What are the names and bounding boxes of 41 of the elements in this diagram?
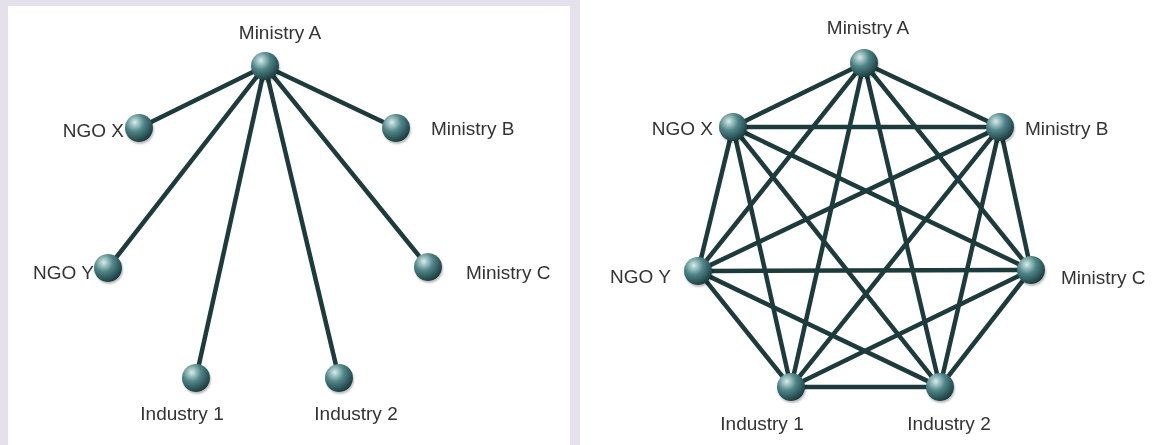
connector-line [733, 139, 791, 375]
node-label: Ministry C [466, 262, 551, 282]
node-label: NGO Y [33, 262, 94, 282]
connector-line [704, 71, 858, 263]
connector-line [864, 75, 940, 375]
connector-line [797, 135, 994, 379]
connector-line [746, 124, 987, 130]
node-label: Industry 1 [720, 413, 804, 433]
connector-line [870, 71, 1025, 262]
connector-line [946, 278, 1025, 379]
node-label: NGO Y [610, 266, 671, 286]
node-label: Ministry B [431, 118, 515, 138]
node-label: Ministry A [238, 22, 322, 42]
node-label: Ministry A [826, 17, 910, 37]
connector-line [271, 74, 422, 259]
connector-line [739, 135, 934, 379]
connector-line [743, 66, 854, 124]
node-label: NGO X [651, 118, 713, 138]
connector-line [1000, 139, 1031, 258]
connector-line [698, 139, 733, 259]
node-label: NGO X [62, 120, 124, 140]
connector-line [791, 75, 864, 375]
connector-line [804, 384, 927, 390]
node-label: Ministry C [1061, 267, 1146, 287]
connector-line [149, 69, 255, 125]
connector-line [708, 274, 930, 384]
connector-line [275, 69, 386, 125]
connector-line [801, 273, 1021, 384]
connector-line [743, 130, 1021, 267]
node-label: Industry 1 [140, 403, 224, 423]
connector-line [704, 279, 785, 379]
node-label: Industry 2 [907, 413, 991, 433]
connector-line [940, 139, 1000, 375]
connector-line [265, 78, 339, 366]
connector-line [874, 66, 990, 124]
connector-line [114, 74, 259, 260]
node-label: Ministry B [1025, 118, 1109, 138]
connector-line [196, 78, 265, 366]
connector-line [708, 130, 990, 268]
connector-line [711, 267, 1018, 274]
node-label: Industry 2 [314, 403, 398, 423]
